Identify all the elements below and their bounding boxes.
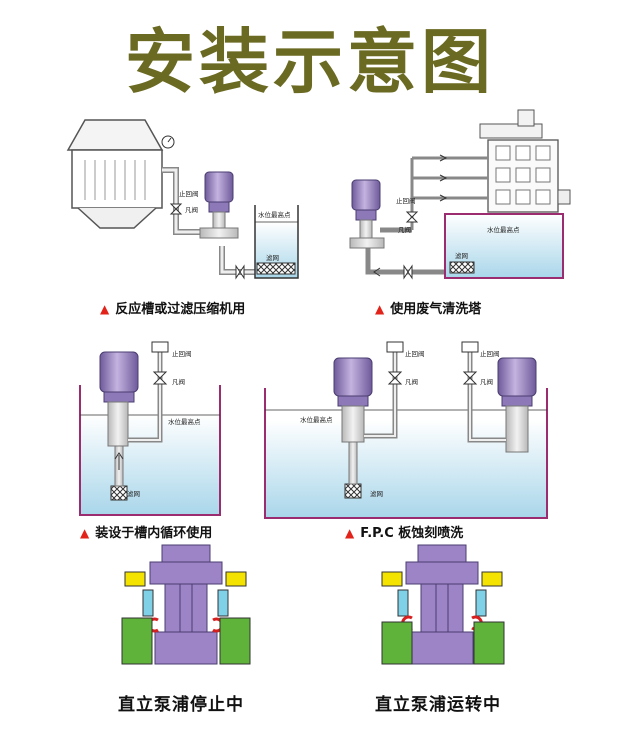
caption-panel-2: ▲使用废气清洗塔 (375, 302, 482, 317)
panel-2-diagram: 止回阀 凡阀 水位最高点 滤网 (349, 109, 571, 280)
check-valve-label: 止回阀 (172, 349, 192, 358)
filter-label: 滤网 (266, 253, 279, 262)
valve-label: 凡阀 (398, 225, 411, 234)
pump-1 (199, 171, 239, 239)
filter-screen (449, 261, 475, 274)
check-valve-label-right: 止回阀 (480, 349, 500, 358)
red-triangle-icon: ▲ (375, 302, 385, 316)
page-title: 安装示意图 (125, 21, 495, 103)
tank-2 (444, 213, 564, 279)
caption-panel-5: 直立泵浦停止中 (118, 695, 244, 715)
valve-icon (405, 211, 419, 223)
valve-icon (387, 371, 403, 385)
water-level-label: 水位最高点 (300, 415, 333, 424)
valve-icon (462, 371, 478, 385)
filter-label: 滤网 (455, 251, 468, 260)
valve-icon (152, 371, 168, 385)
tank-3 (79, 385, 221, 516)
pump-4-left (333, 357, 373, 485)
red-triangle-icon: ▲ (100, 302, 110, 316)
water-level-label: 水位最高点 (258, 210, 291, 219)
valve-icon (403, 264, 413, 280)
panel-6-diagram (381, 544, 505, 665)
filter-screen (344, 483, 362, 499)
caption-panel-3: ▲装设于槽内循环使用 (80, 526, 213, 541)
caption-panel-1: ▲反应槽或过滤压缩机用 (100, 302, 246, 317)
water-level-label: 水位最高点 (168, 417, 201, 426)
valve-label-right: 凡阀 (480, 377, 493, 386)
valve-label: 凡阀 (172, 377, 185, 386)
check-valve-label: 止回阀 (179, 189, 199, 198)
red-triangle-icon: ▲ (345, 526, 355, 540)
valve-label: 凡阀 (185, 205, 198, 214)
filter-screen (256, 262, 296, 275)
reactor-machine (66, 119, 164, 229)
tank-1 (254, 205, 299, 279)
pump-2 (349, 179, 385, 249)
check-valve-label: 止回阀 (396, 196, 416, 205)
valve-label-left: 凡阀 (405, 377, 418, 386)
panel-4-diagram: 止回阀 凡阀 止回阀 凡阀 水位最高点 滤网 (264, 341, 548, 519)
filter-screen (110, 485, 128, 501)
panel-5-diagram (121, 544, 251, 665)
filter-label: 滤网 (370, 489, 383, 498)
caption-panel-4: ▲F.P.C 板蚀刻喷洗 (345, 526, 464, 541)
water-level-label: 水位最高点 (487, 225, 520, 234)
tank-4 (264, 388, 548, 519)
gauge-icon (161, 135, 175, 149)
caption-panel-6: 直立泵浦运转中 (375, 695, 501, 715)
valve-icon (235, 264, 245, 280)
check-valve-label-left: 止回阀 (405, 349, 425, 358)
red-triangle-icon: ▲ (80, 526, 90, 540)
panel-3-diagram: 止回阀 凡阀 水位最高点 滤网 (79, 341, 221, 516)
panel-1-diagram: 止回阀 凡阀 水位最高点 滤网 (66, 119, 299, 280)
pump-4-right (497, 357, 537, 453)
scrubber-tower (479, 109, 571, 213)
filter-label: 滤网 (127, 489, 140, 498)
valve-icon (169, 203, 183, 215)
